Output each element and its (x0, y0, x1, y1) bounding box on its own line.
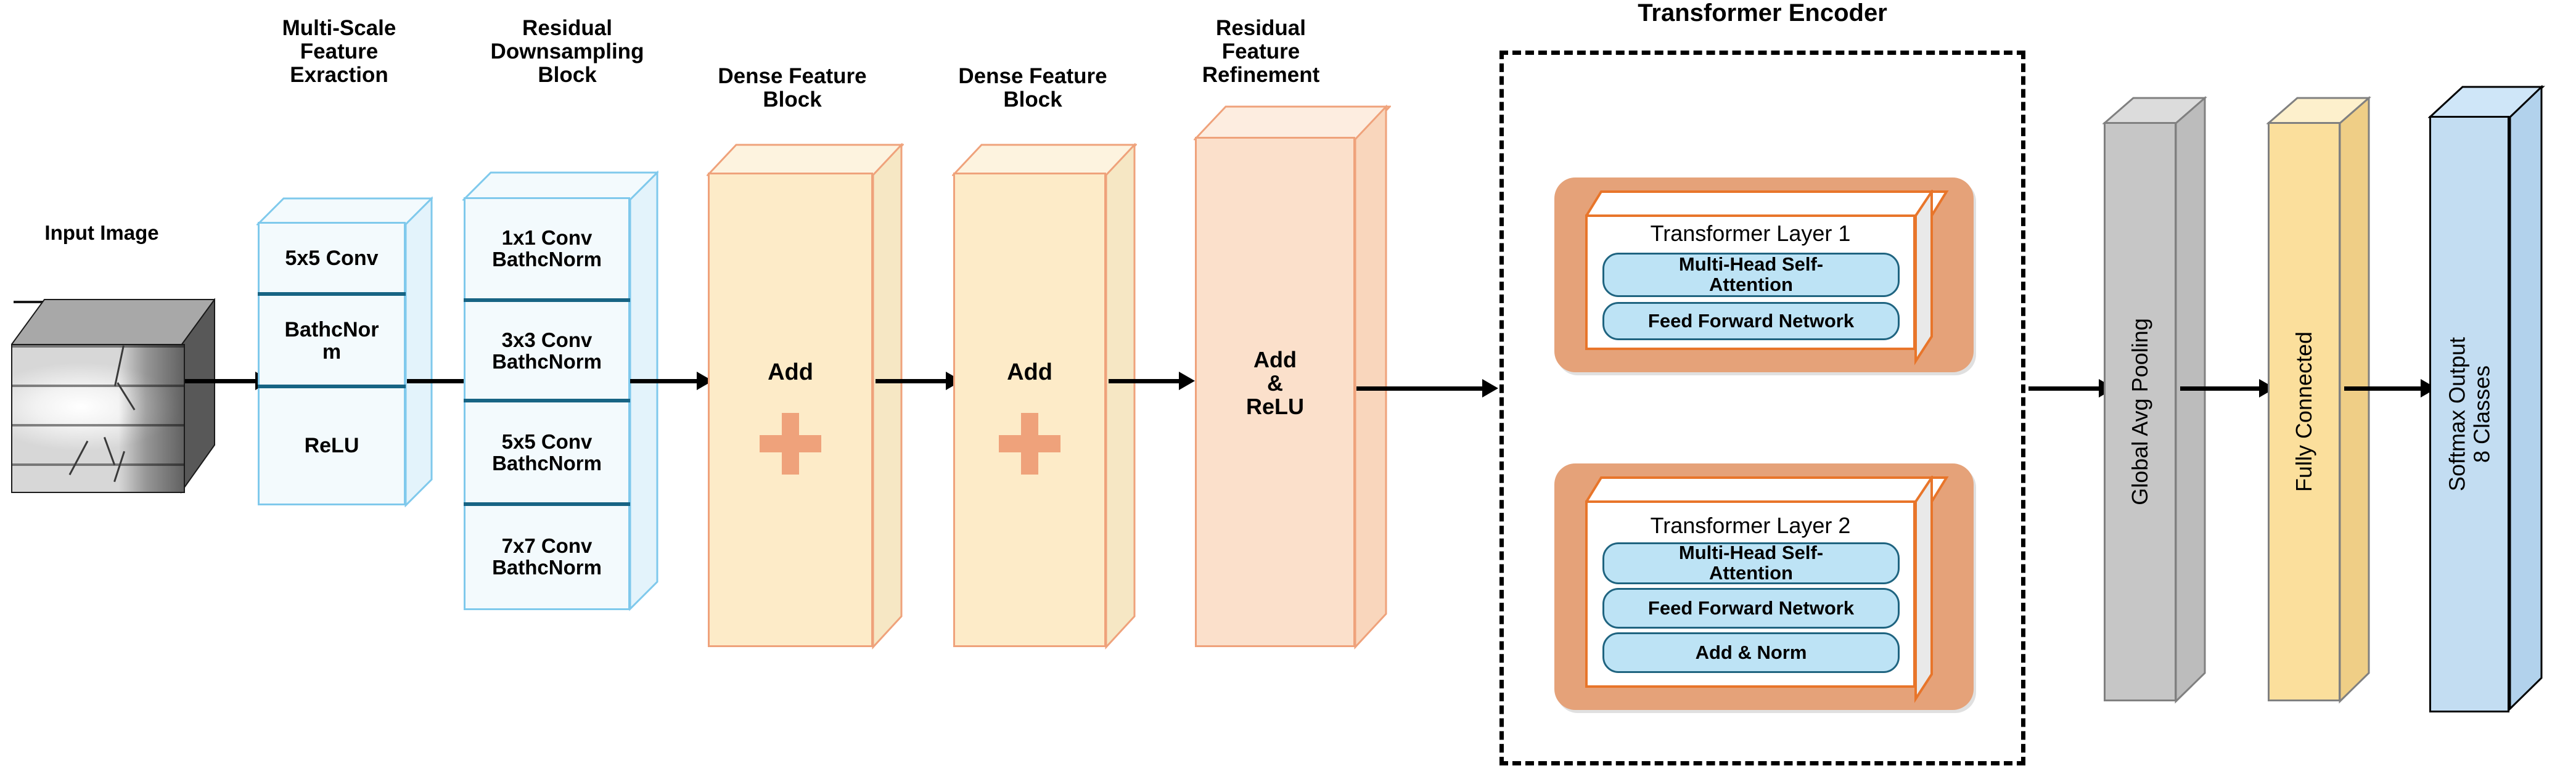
downsampling-row-0: 1x1 Conv BathcNorm (492, 226, 602, 271)
softmax-front-face: Softmax Output 8 Classes (2429, 116, 2509, 712)
transformer-layer-1-sublayer-1: Feed Forward Network (1602, 302, 1900, 340)
transformer-layer-2-sublayer-0: Multi-Head Self- Attention (1602, 542, 1900, 584)
downsampling-divider-2 (464, 399, 630, 402)
dense-1-side-face (872, 143, 903, 650)
arrow-input-to-stem (185, 372, 271, 390)
label-residual-feature-refinement: Residual Feature Refinement (1202, 16, 1320, 87)
pooling-label: Global Avg Pooling (2127, 318, 2153, 505)
transformer-layer-2-side-face (1914, 476, 1933, 703)
label-dense-feature-block-1: Dense Feature Block (718, 64, 867, 112)
transformer-encoder-container (1499, 51, 2025, 765)
residual-feature-refinement-block: Add & ReLU (1194, 105, 1391, 650)
downsampling-divider-1 (464, 298, 630, 302)
dense-2-add-label: Add (1007, 359, 1052, 386)
dense-feature-block-1: Add (707, 143, 904, 650)
transformer-layer-2-sublayer-2: Add & Norm (1602, 632, 1900, 673)
label-dense-feature-block-2: Dense Feature Block (958, 64, 1107, 112)
fc-label: Fully Connected (2291, 331, 2317, 492)
dense-2-side-face (1105, 143, 1136, 650)
transformer-layer-1-title: Transformer Layer 1 (1650, 221, 1851, 246)
label-transformer-encoder: Transformer Encoder (1638, 0, 1887, 27)
arrow-transformer-to-pooling (2028, 379, 2115, 398)
transformer-layer-1-side-face (1914, 190, 1933, 365)
dense-feature-block-2: Add (952, 143, 1137, 650)
input-xray-image (11, 344, 185, 493)
stem-side-face (404, 196, 433, 507)
refine-front-face (1195, 137, 1355, 647)
refine-add-relu-label: Add & ReLU (1245, 347, 1304, 419)
stem-divider-2 (258, 385, 406, 388)
stem-row-0: 5x5 Conv (285, 247, 379, 271)
downsampling-row-3: 7x7 Conv BathcNorm (492, 534, 602, 579)
transformer-layer-1-outer: Transformer Layer 1 Multi-Head Self- Att… (1554, 177, 1974, 372)
stem-divider-1 (258, 292, 406, 296)
arrow-pooling-to-fully-connected (2180, 379, 2275, 398)
dense-2-plus-icon (999, 413, 1060, 475)
arrow-dense-2-to-refinement (1109, 372, 1195, 390)
downsampling-side-face (629, 170, 658, 611)
dense-2-front-face (953, 173, 1106, 647)
arrow-refinement-to-transformer (1356, 379, 1498, 398)
refine-side-face (1354, 105, 1387, 650)
label-input-image: Input Image (44, 221, 159, 244)
softmax-label: Softmax Output 8 Classes (2444, 336, 2494, 492)
stem-front-face (258, 222, 406, 505)
transformer-layer-2-outer: Transformer Layer 2 Multi-Head Self- Att… (1554, 463, 1974, 710)
stem-row-2: ReLU (304, 434, 359, 458)
transformer-layer-1-sublayer-0: Multi-Head Self- Attention (1602, 253, 1900, 297)
multi-scale-feature-extraction-block: 5x5 Conv BathcNor m ReLU (256, 196, 433, 507)
transformer-layer-2-sublayer-1: Feed Forward Network (1602, 588, 1900, 629)
fc-front-face: Fully Connected (2268, 122, 2340, 701)
downsampling-front-face (464, 197, 630, 610)
label-multi-scale-feature-extraction: Multi-Scale Feature Exraction (282, 16, 396, 87)
residual-downsampling-block: 1x1 Conv BathcNorm 3x3 Conv BathcNorm 5x… (462, 170, 658, 611)
label-residual-downsampling-block: Residual Downsampling Block (490, 16, 644, 87)
downsampling-divider-3 (464, 502, 630, 506)
pooling-front-face: Global Avg Pooling (2104, 122, 2176, 701)
downsampling-row-2: 5x5 Conv BathcNorm (492, 430, 602, 475)
stem-row-1: BathcNor m (284, 318, 379, 364)
dense-1-plus-icon (760, 413, 821, 475)
dense-1-add-label: Add (768, 359, 813, 386)
transformer-layer-2-title: Transformer Layer 2 (1650, 513, 1851, 538)
dense-1-front-face (708, 173, 873, 647)
arrow-stem-to-downsampling (407, 372, 486, 390)
downsampling-row-1: 3x3 Conv BathcNorm (492, 328, 602, 373)
softmax-side-face (2509, 85, 2543, 711)
arrow-dense-1-to-dense-2 (876, 372, 962, 390)
arrow-downsampling-to-dense-1 (630, 372, 713, 390)
arrow-fully-connected-to-softmax (2344, 379, 2437, 398)
